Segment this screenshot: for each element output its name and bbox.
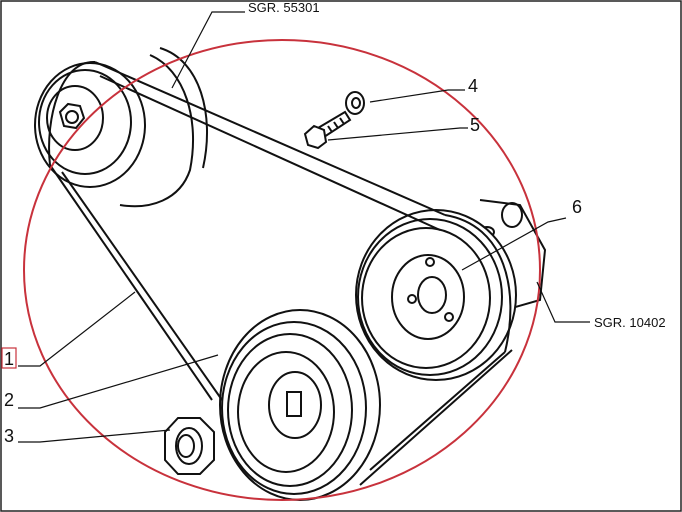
- callout-1-box: [1, 347, 17, 369]
- callout-2: 2: [4, 390, 14, 410]
- nut: [164, 417, 215, 475]
- callout-5: 5: [470, 115, 480, 135]
- callout-1: 1: [4, 349, 14, 369]
- crankshaft-pulley: [219, 309, 381, 501]
- water-pump-pulley: [355, 199, 547, 381]
- drive-belt: [48, 60, 513, 486]
- callout-4: 4: [468, 76, 478, 96]
- callout-3: 3: [4, 426, 14, 446]
- washer: [345, 91, 365, 115]
- leader-lines: [18, 11, 590, 443]
- reference-right: SGR. 10402: [594, 315, 666, 330]
- highlight-ellipse: [23, 39, 541, 501]
- callout-6: 6: [572, 197, 582, 217]
- bolt: [303, 110, 352, 150]
- reference-top: SGR. 55301: [248, 0, 320, 15]
